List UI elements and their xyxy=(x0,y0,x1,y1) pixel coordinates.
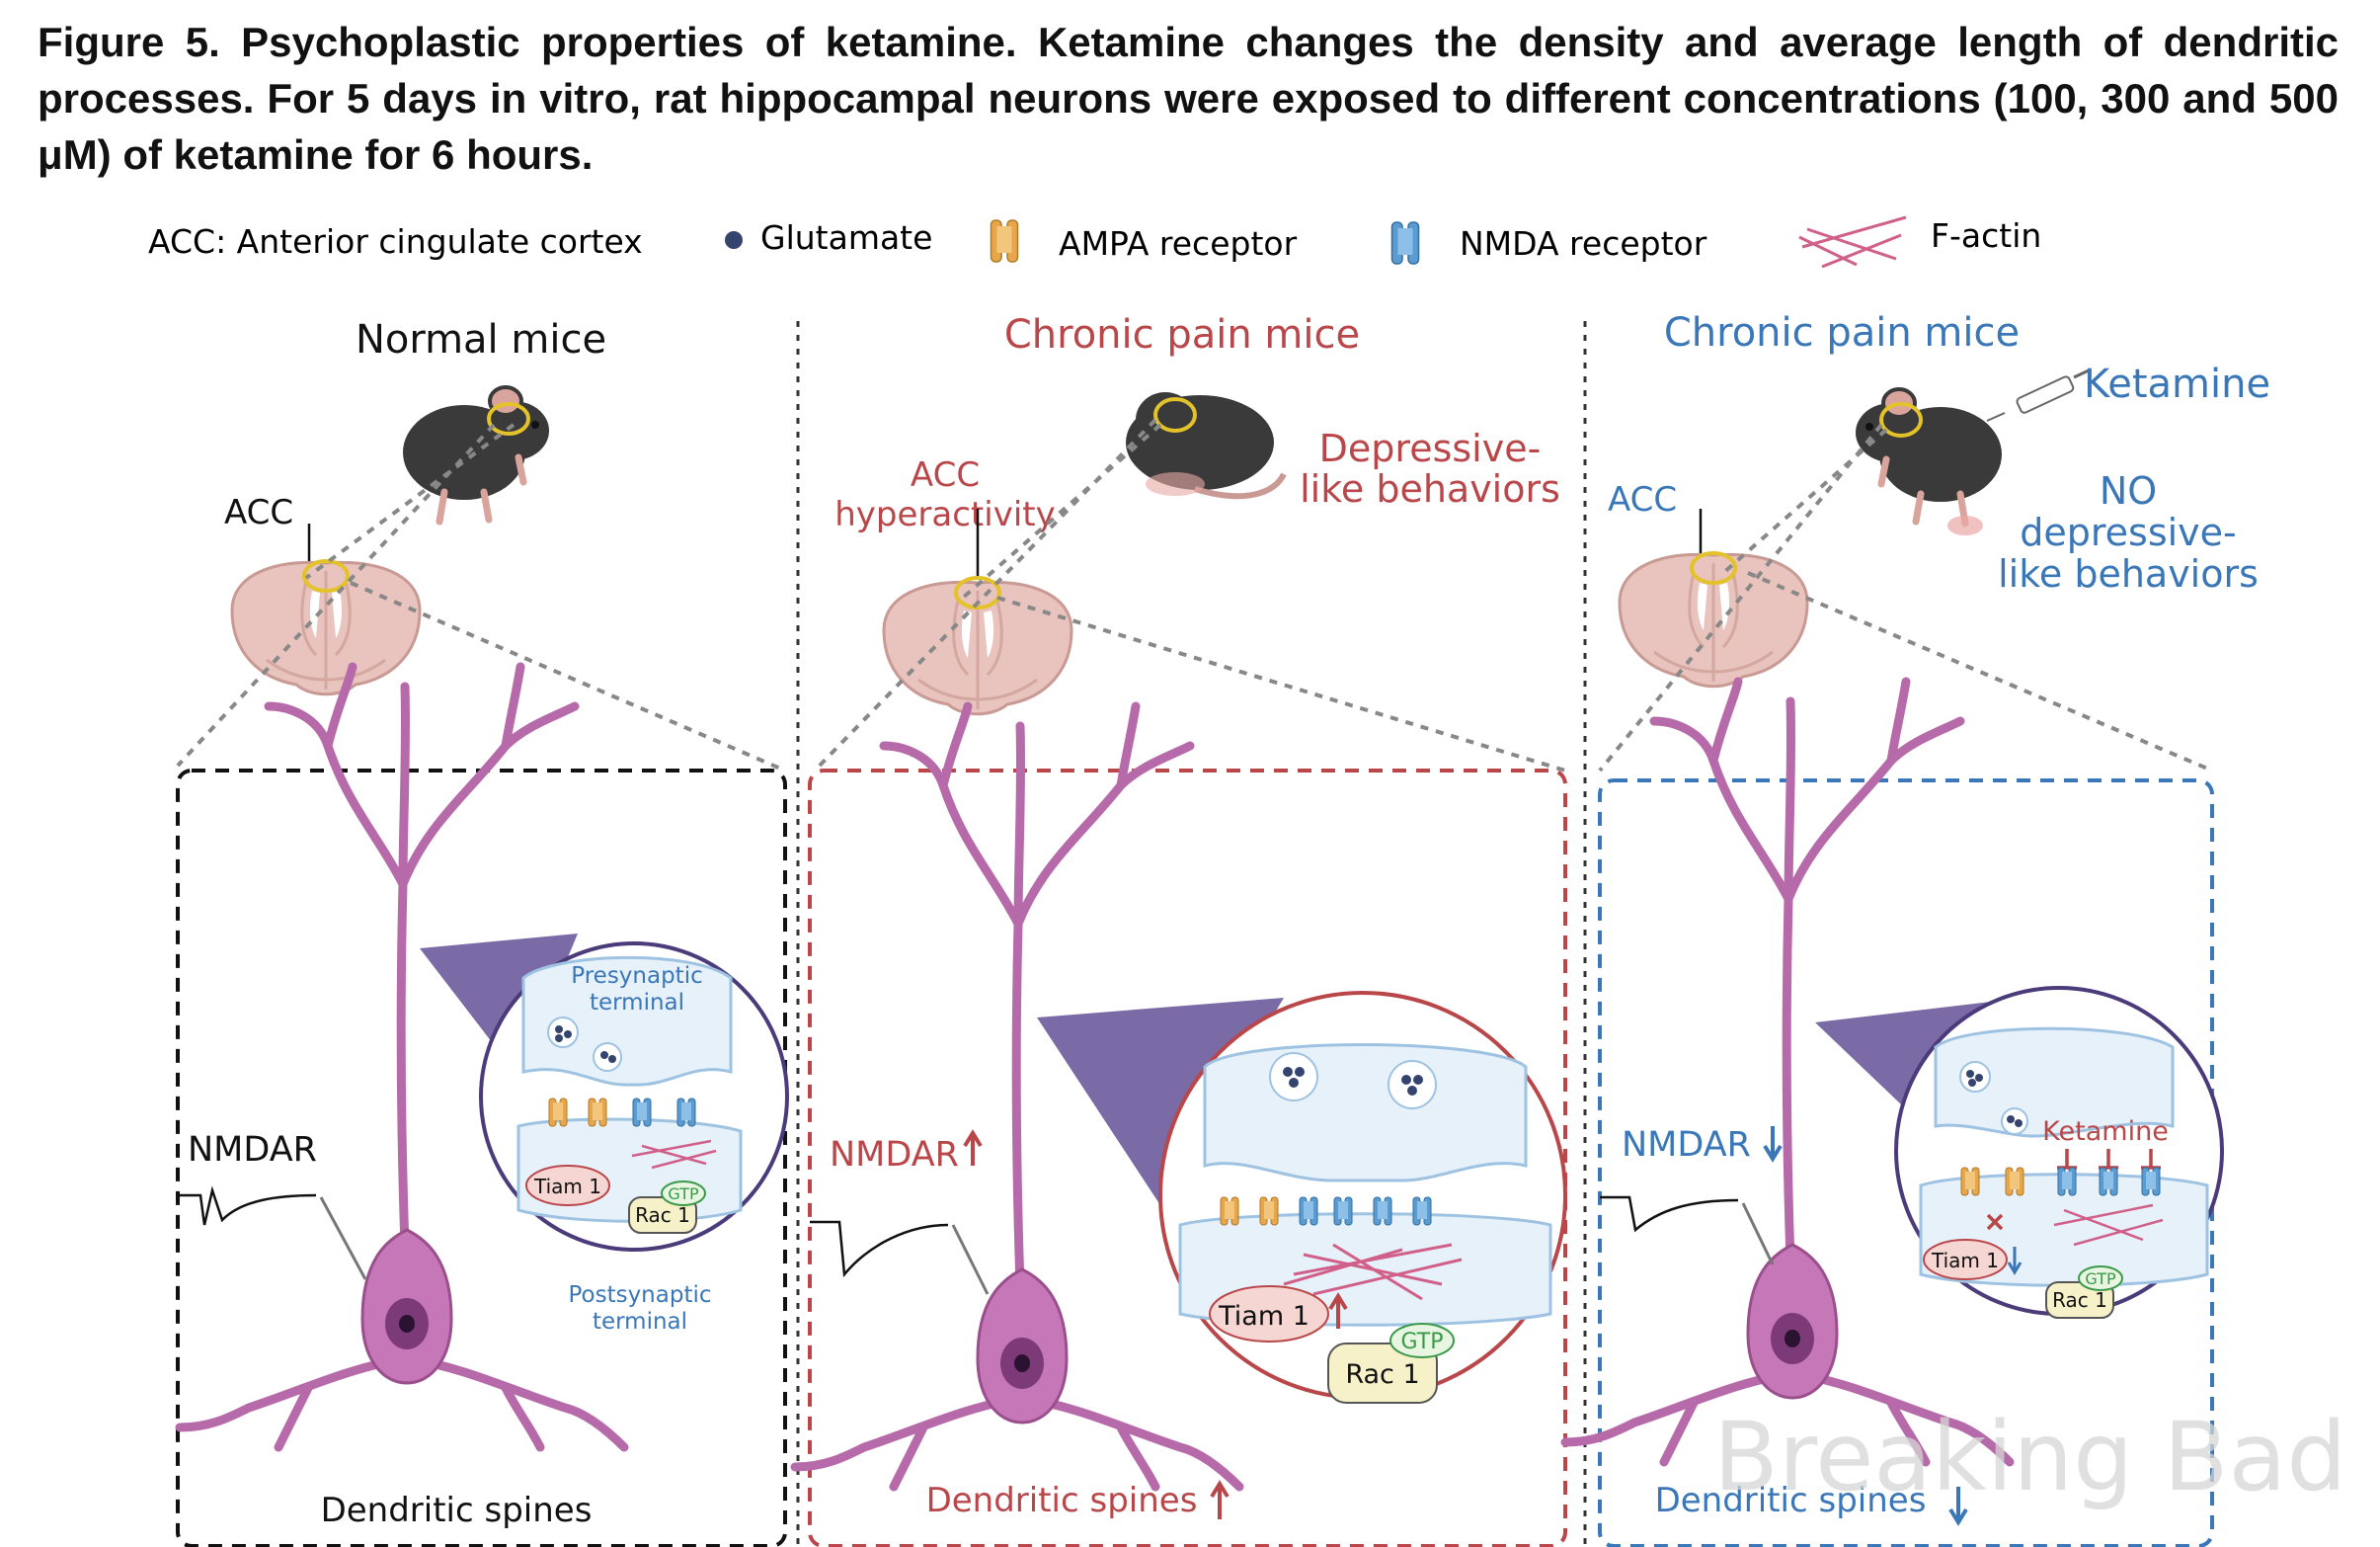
ampa-receptor-icon xyxy=(990,219,1019,263)
electrode-icon xyxy=(319,1196,367,1280)
legend-factin-label: F-actin xyxy=(1931,216,2041,255)
presynaptic-terminal xyxy=(1934,1026,2175,1138)
down-arrow-icon xyxy=(2007,1247,2023,1275)
rac1-label: Rac 1 xyxy=(1345,1359,1419,1390)
panel-box xyxy=(808,769,1567,1547)
panel-title: Normal mice xyxy=(356,317,606,363)
rac1-label: Rac 1 xyxy=(2052,1288,2107,1312)
down-arrow-icon xyxy=(1763,1126,1783,1163)
zoom-guide-line xyxy=(813,418,1566,773)
mouse-icon xyxy=(1856,389,2002,524)
legend-nmda-label: NMDA receptor xyxy=(1460,224,1707,263)
vesicle xyxy=(1388,1060,1437,1109)
gtp-label: GTP xyxy=(1401,1330,1444,1354)
current-trace xyxy=(1600,1195,1739,1233)
gtp-label: GTP xyxy=(668,1184,699,1203)
acc-label: hyperactivity xyxy=(834,495,1055,534)
up-arrow-icon xyxy=(1210,1480,1230,1519)
panel-normal: Normal mice ACC Presynaptic terminal Tia… xyxy=(176,317,789,1547)
postsynaptic-label: terminal xyxy=(593,1309,687,1335)
panel-title: Chronic pain mice xyxy=(1004,312,1360,358)
glutamate-icon xyxy=(725,231,743,249)
dendritic-spines-label: Dendritic spines xyxy=(321,1491,593,1530)
nmdar-label: NMDAR xyxy=(188,1130,317,1170)
tiam1-label: Tiam 1 xyxy=(1931,1249,1999,1272)
panel-chronic-pain: Chronic pain mice Depressive- like behav… xyxy=(795,312,1567,1547)
vesicle xyxy=(1959,1061,1991,1093)
f-actin-icon xyxy=(1798,215,1907,269)
gtp-node xyxy=(1389,1323,1455,1358)
acc-label: ACC xyxy=(1608,480,1677,520)
figure-caption: Figure 5. Psychoplastic properties of ke… xyxy=(38,19,2339,178)
ketamine-label: Ketamine xyxy=(2084,362,2270,407)
legend-glutamate-label: Glutamate xyxy=(760,218,932,257)
tiam1-node xyxy=(1923,1239,2008,1280)
f-actin-icon xyxy=(2053,1203,2164,1247)
dendritic-spines-label: Dendritic spines xyxy=(926,1481,1198,1520)
vesicle xyxy=(547,1017,579,1048)
f-actin-icon xyxy=(1283,1243,1463,1301)
down-arrow-icon xyxy=(1948,1487,1968,1526)
electrode-icon xyxy=(951,1224,990,1295)
zoom-guide-line xyxy=(176,423,786,773)
acc-label: ACC xyxy=(224,493,293,532)
behavior-label: depressive- xyxy=(2020,511,2237,554)
behavior-label: Depressive- xyxy=(1319,427,1542,470)
gtp-label: GTP xyxy=(2085,1269,2116,1288)
presynaptic-terminal xyxy=(1203,1043,1528,1182)
inhibition-icon xyxy=(2057,1149,2161,1170)
legend-acc-label: ACC: Anterior cingulate cortex xyxy=(148,222,643,261)
f-actin-icon xyxy=(631,1139,717,1170)
tiam1-node xyxy=(1209,1285,1329,1343)
postsynaptic-label: Postsynaptic xyxy=(568,1282,711,1308)
vesicle xyxy=(1269,1052,1318,1101)
up-arrow-icon xyxy=(1328,1292,1348,1329)
acc-label: ACC xyxy=(911,455,980,495)
brain-icon xyxy=(1618,552,1809,689)
rac1-node xyxy=(1327,1343,1438,1404)
syringe-icon xyxy=(1986,368,2090,422)
panel-title: Chronic pain mice xyxy=(1664,310,2020,356)
current-trace xyxy=(178,1185,317,1226)
acc-highlight-ring xyxy=(1690,551,1737,585)
dendritic-spines-label: Dendritic spines xyxy=(1655,1481,1927,1520)
acc-highlight-ring xyxy=(1153,397,1197,433)
acc-highlight-ring xyxy=(954,576,1001,610)
behavior-label: NO xyxy=(2100,469,2157,513)
acc-highlight-ring xyxy=(302,559,350,593)
gtp-node xyxy=(661,1181,706,1206)
presynaptic-label: Presynaptic xyxy=(571,963,703,989)
ketamine-block-label: Ketamine xyxy=(2042,1116,2169,1147)
rac1-label: Rac 1 xyxy=(635,1203,690,1227)
behavior-label: like behaviors xyxy=(1300,467,1560,511)
behavior-label: like behaviors xyxy=(1998,552,2259,596)
brain-icon xyxy=(230,560,422,696)
presynaptic-label: terminal xyxy=(590,990,684,1016)
tiam1-label: Tiam 1 xyxy=(1218,1301,1309,1332)
vesicle xyxy=(2001,1107,2028,1135)
watermark: Breaking Bad xyxy=(1713,1402,2346,1512)
block-x-icon xyxy=(1986,1213,2004,1231)
acc-highlight-ring xyxy=(487,402,530,436)
tiam1-node xyxy=(525,1165,610,1206)
gtp-node xyxy=(2078,1265,2123,1291)
current-trace xyxy=(810,1220,949,1278)
nmdar-label: NMDAR xyxy=(830,1135,959,1175)
nmda-receptor-icon xyxy=(1390,221,1420,265)
electrode-icon xyxy=(1741,1202,1775,1265)
up-arrow-icon xyxy=(963,1129,983,1166)
zoom-guide-line xyxy=(1598,423,2213,773)
nmdar-label: NMDAR xyxy=(1622,1125,1751,1165)
legend-ampa-label: AMPA receptor xyxy=(1059,224,1298,263)
acc-highlight-ring xyxy=(1879,402,1923,438)
tiam1-label: Tiam 1 xyxy=(533,1175,601,1198)
panel-ketamine: Chronic pain mice Ketamine NO depressive… xyxy=(1565,310,2346,1547)
presynaptic-terminal xyxy=(521,955,733,1087)
legend: ACC: Anterior cingulate cortex Glutamate… xyxy=(148,215,2041,269)
